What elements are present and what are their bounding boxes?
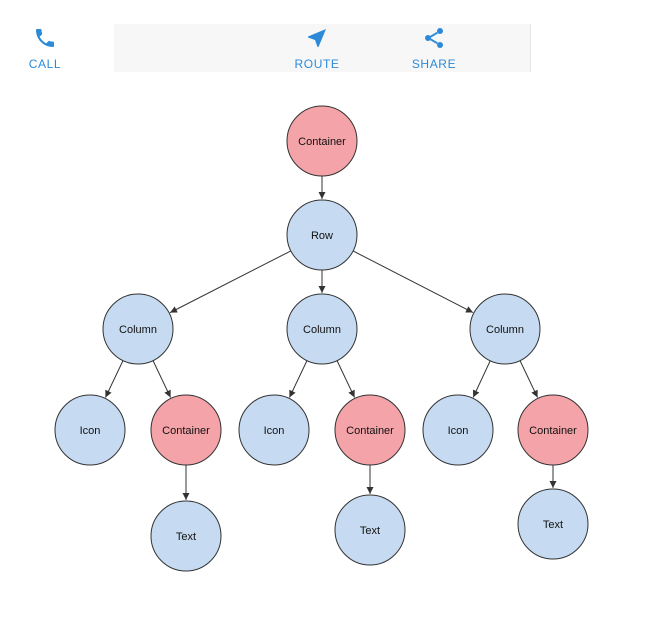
tree-node-column: Column xyxy=(469,293,541,365)
tree-node-icon: Icon xyxy=(422,394,494,466)
route-label: ROUTE xyxy=(294,57,340,71)
tree-node-icon: Icon xyxy=(238,394,310,466)
tree-node-container: Container xyxy=(334,394,406,466)
tree-node-row: Row xyxy=(286,199,358,271)
node-label: Icon xyxy=(80,425,101,437)
edge-arrow xyxy=(289,360,308,398)
node-circle xyxy=(334,494,406,566)
share-button[interactable]: SHARE xyxy=(389,24,479,72)
node-circle xyxy=(334,394,406,466)
share-label: SHARE xyxy=(411,57,457,71)
tree-node-column: Column xyxy=(102,293,174,365)
node-circle xyxy=(422,394,494,466)
node-label: Text xyxy=(360,525,380,537)
node-label: Column xyxy=(119,324,157,336)
phone-icon xyxy=(36,29,54,47)
node-circle xyxy=(238,394,310,466)
node-circle xyxy=(469,293,541,365)
edge-arrow xyxy=(352,250,474,313)
node-circle xyxy=(54,394,126,466)
node-label: Text xyxy=(176,531,196,543)
call-button[interactable]: CALL xyxy=(0,24,90,72)
call-label: CALL xyxy=(28,57,62,71)
node-label: Container xyxy=(346,425,394,437)
node-label: Container xyxy=(162,425,210,437)
tree-node-column: Column xyxy=(286,293,358,365)
edge-arrow xyxy=(169,250,292,314)
node-circle xyxy=(517,394,589,466)
node-circle xyxy=(517,488,589,560)
edge-arrow xyxy=(336,360,355,398)
tree-node-container: Container xyxy=(286,105,358,177)
edge-arrow xyxy=(519,360,538,398)
tree-node-container: Container xyxy=(517,394,589,466)
node-label: Container xyxy=(529,425,577,437)
tree-node-container: Container xyxy=(150,394,222,466)
node-circle xyxy=(150,500,222,572)
node-label: Row xyxy=(311,230,333,242)
node-label: Container xyxy=(298,136,346,148)
node-label: Text xyxy=(543,519,563,531)
node-circle xyxy=(286,199,358,271)
node-label: Column xyxy=(486,324,524,336)
node-circle xyxy=(150,394,222,466)
tree-node-icon: Icon xyxy=(54,394,126,466)
navigation-arrow-icon xyxy=(308,29,326,47)
node-circle xyxy=(286,293,358,365)
node-label: Column xyxy=(303,324,341,336)
edge-arrow xyxy=(472,360,491,398)
node-label: Icon xyxy=(264,425,285,437)
tree-node-text: Text xyxy=(150,500,222,572)
tree-node-text: Text xyxy=(517,488,589,560)
route-button[interactable]: ROUTE xyxy=(272,24,362,72)
action-bar: CALL ROUTE SHARE xyxy=(29,24,531,72)
tree-node-text: Text xyxy=(334,494,406,566)
edge-arrow xyxy=(105,360,124,398)
share-icon xyxy=(425,28,443,48)
node-circle xyxy=(286,105,358,177)
node-circle xyxy=(102,293,174,365)
edge-arrow xyxy=(152,360,171,398)
node-label: Icon xyxy=(448,425,469,437)
tree-edges xyxy=(105,176,557,500)
